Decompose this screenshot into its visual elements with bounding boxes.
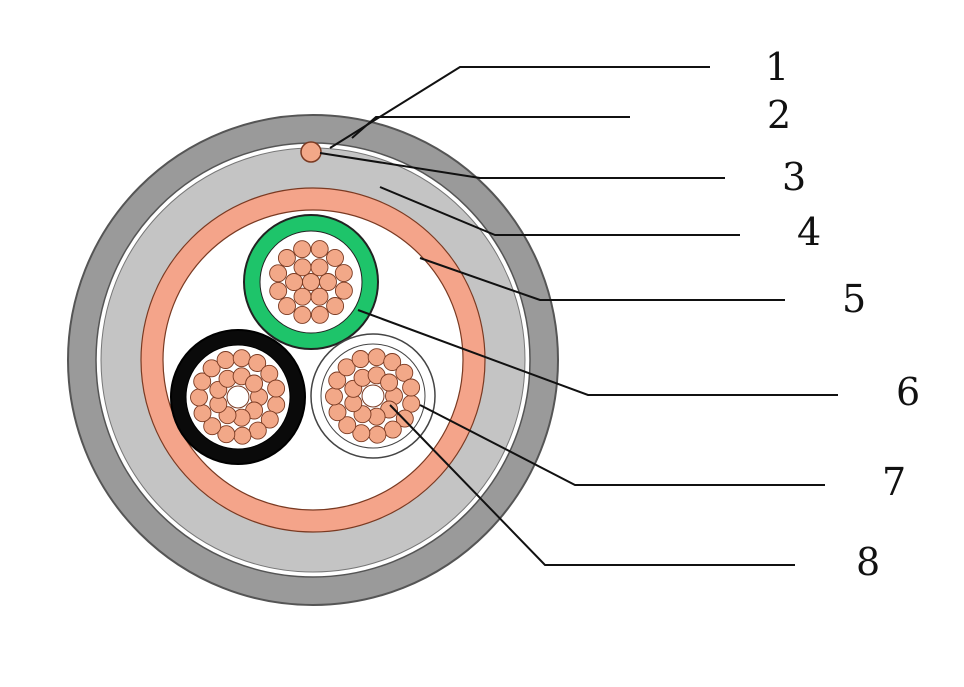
- white-strand-16: [328, 403, 347, 422]
- callout-3: 3: [782, 155, 806, 199]
- green-core-strands: [269, 240, 353, 324]
- black-strand-20: [216, 351, 235, 369]
- white-strand-24: [402, 378, 421, 397]
- leader-line-6: [357, 309, 838, 396]
- green-strand-4: [293, 287, 312, 306]
- callout-2: 2: [767, 93, 791, 137]
- leader-line-1: [329, 66, 710, 149]
- white-strand-21: [367, 348, 386, 367]
- black-core-strands: [190, 349, 286, 445]
- white-strand-14: [352, 424, 371, 443]
- black-strand-19: [202, 359, 221, 378]
- white-center-void: [361, 384, 385, 408]
- green-strand-2: [319, 273, 337, 291]
- white-strand-22: [383, 353, 402, 371]
- white-strand-20: [351, 350, 370, 368]
- black-center-void: [226, 385, 250, 409]
- leader-line-7: [419, 404, 825, 486]
- black-strand-9: [245, 374, 264, 393]
- green-strand-13: [269, 281, 288, 300]
- green-strand-6: [293, 258, 312, 277]
- drain-wire: [300, 141, 322, 163]
- green-strand-1: [302, 273, 320, 291]
- white-strand-18: [328, 371, 347, 390]
- white-core-strands: [325, 348, 421, 444]
- white-strand-9: [380, 373, 399, 392]
- green-strand-7: [310, 258, 329, 277]
- white-strand-19: [337, 358, 356, 377]
- black-strand-11: [260, 410, 279, 429]
- black-strand-17: [190, 388, 208, 407]
- white-strand-12: [383, 420, 402, 439]
- black-core: [170, 329, 306, 465]
- leader-line-2: [351, 116, 630, 139]
- callout-4: 4: [797, 210, 821, 254]
- leader-line-8: [389, 404, 795, 566]
- leader-lines: [319, 66, 838, 566]
- white-core: [310, 333, 436, 459]
- black-strand-10: [267, 395, 286, 414]
- green-strand-14: [269, 264, 288, 283]
- white-strand-10: [402, 394, 421, 413]
- leader-line-4: [379, 186, 740, 236]
- black-strand-14: [217, 425, 236, 444]
- green-strand-3: [310, 287, 329, 306]
- black-strand-23: [260, 364, 279, 383]
- green-strand-18: [326, 248, 344, 267]
- black-strand-15: [203, 417, 222, 436]
- green-strand-9: [326, 297, 345, 315]
- white-strand-13: [368, 425, 387, 444]
- green-strand-10: [310, 305, 329, 324]
- black-strand-12: [248, 421, 267, 440]
- green-strand-5: [285, 273, 303, 291]
- callout-6: 6: [896, 370, 920, 414]
- green-strand-19: [334, 264, 353, 283]
- white-strand-23: [395, 363, 414, 382]
- black-strand-22: [248, 354, 267, 372]
- green-strand-11: [293, 305, 312, 324]
- green-core: [243, 214, 379, 350]
- black-strand-18: [193, 372, 212, 391]
- green-strand-17: [310, 240, 329, 259]
- green-strand-15: [277, 249, 296, 267]
- callout-5: 5: [842, 277, 866, 321]
- white-strand-15: [338, 416, 357, 435]
- green-strand-16: [293, 240, 312, 259]
- callout-8: 8: [856, 540, 880, 584]
- white-strand-11: [395, 409, 414, 428]
- leader-line-5: [419, 257, 785, 301]
- black-strand-24: [267, 379, 286, 398]
- green-strand-8: [334, 281, 353, 300]
- black-strand-13: [233, 426, 252, 445]
- green-strand-12: [278, 297, 296, 316]
- callout-1: 1: [765, 45, 789, 89]
- black-strand-21: [232, 349, 251, 368]
- white-strand-17: [325, 387, 343, 406]
- callout-7: 7: [882, 460, 906, 504]
- black-strand-16: [193, 404, 212, 423]
- leader-line-3: [319, 152, 725, 179]
